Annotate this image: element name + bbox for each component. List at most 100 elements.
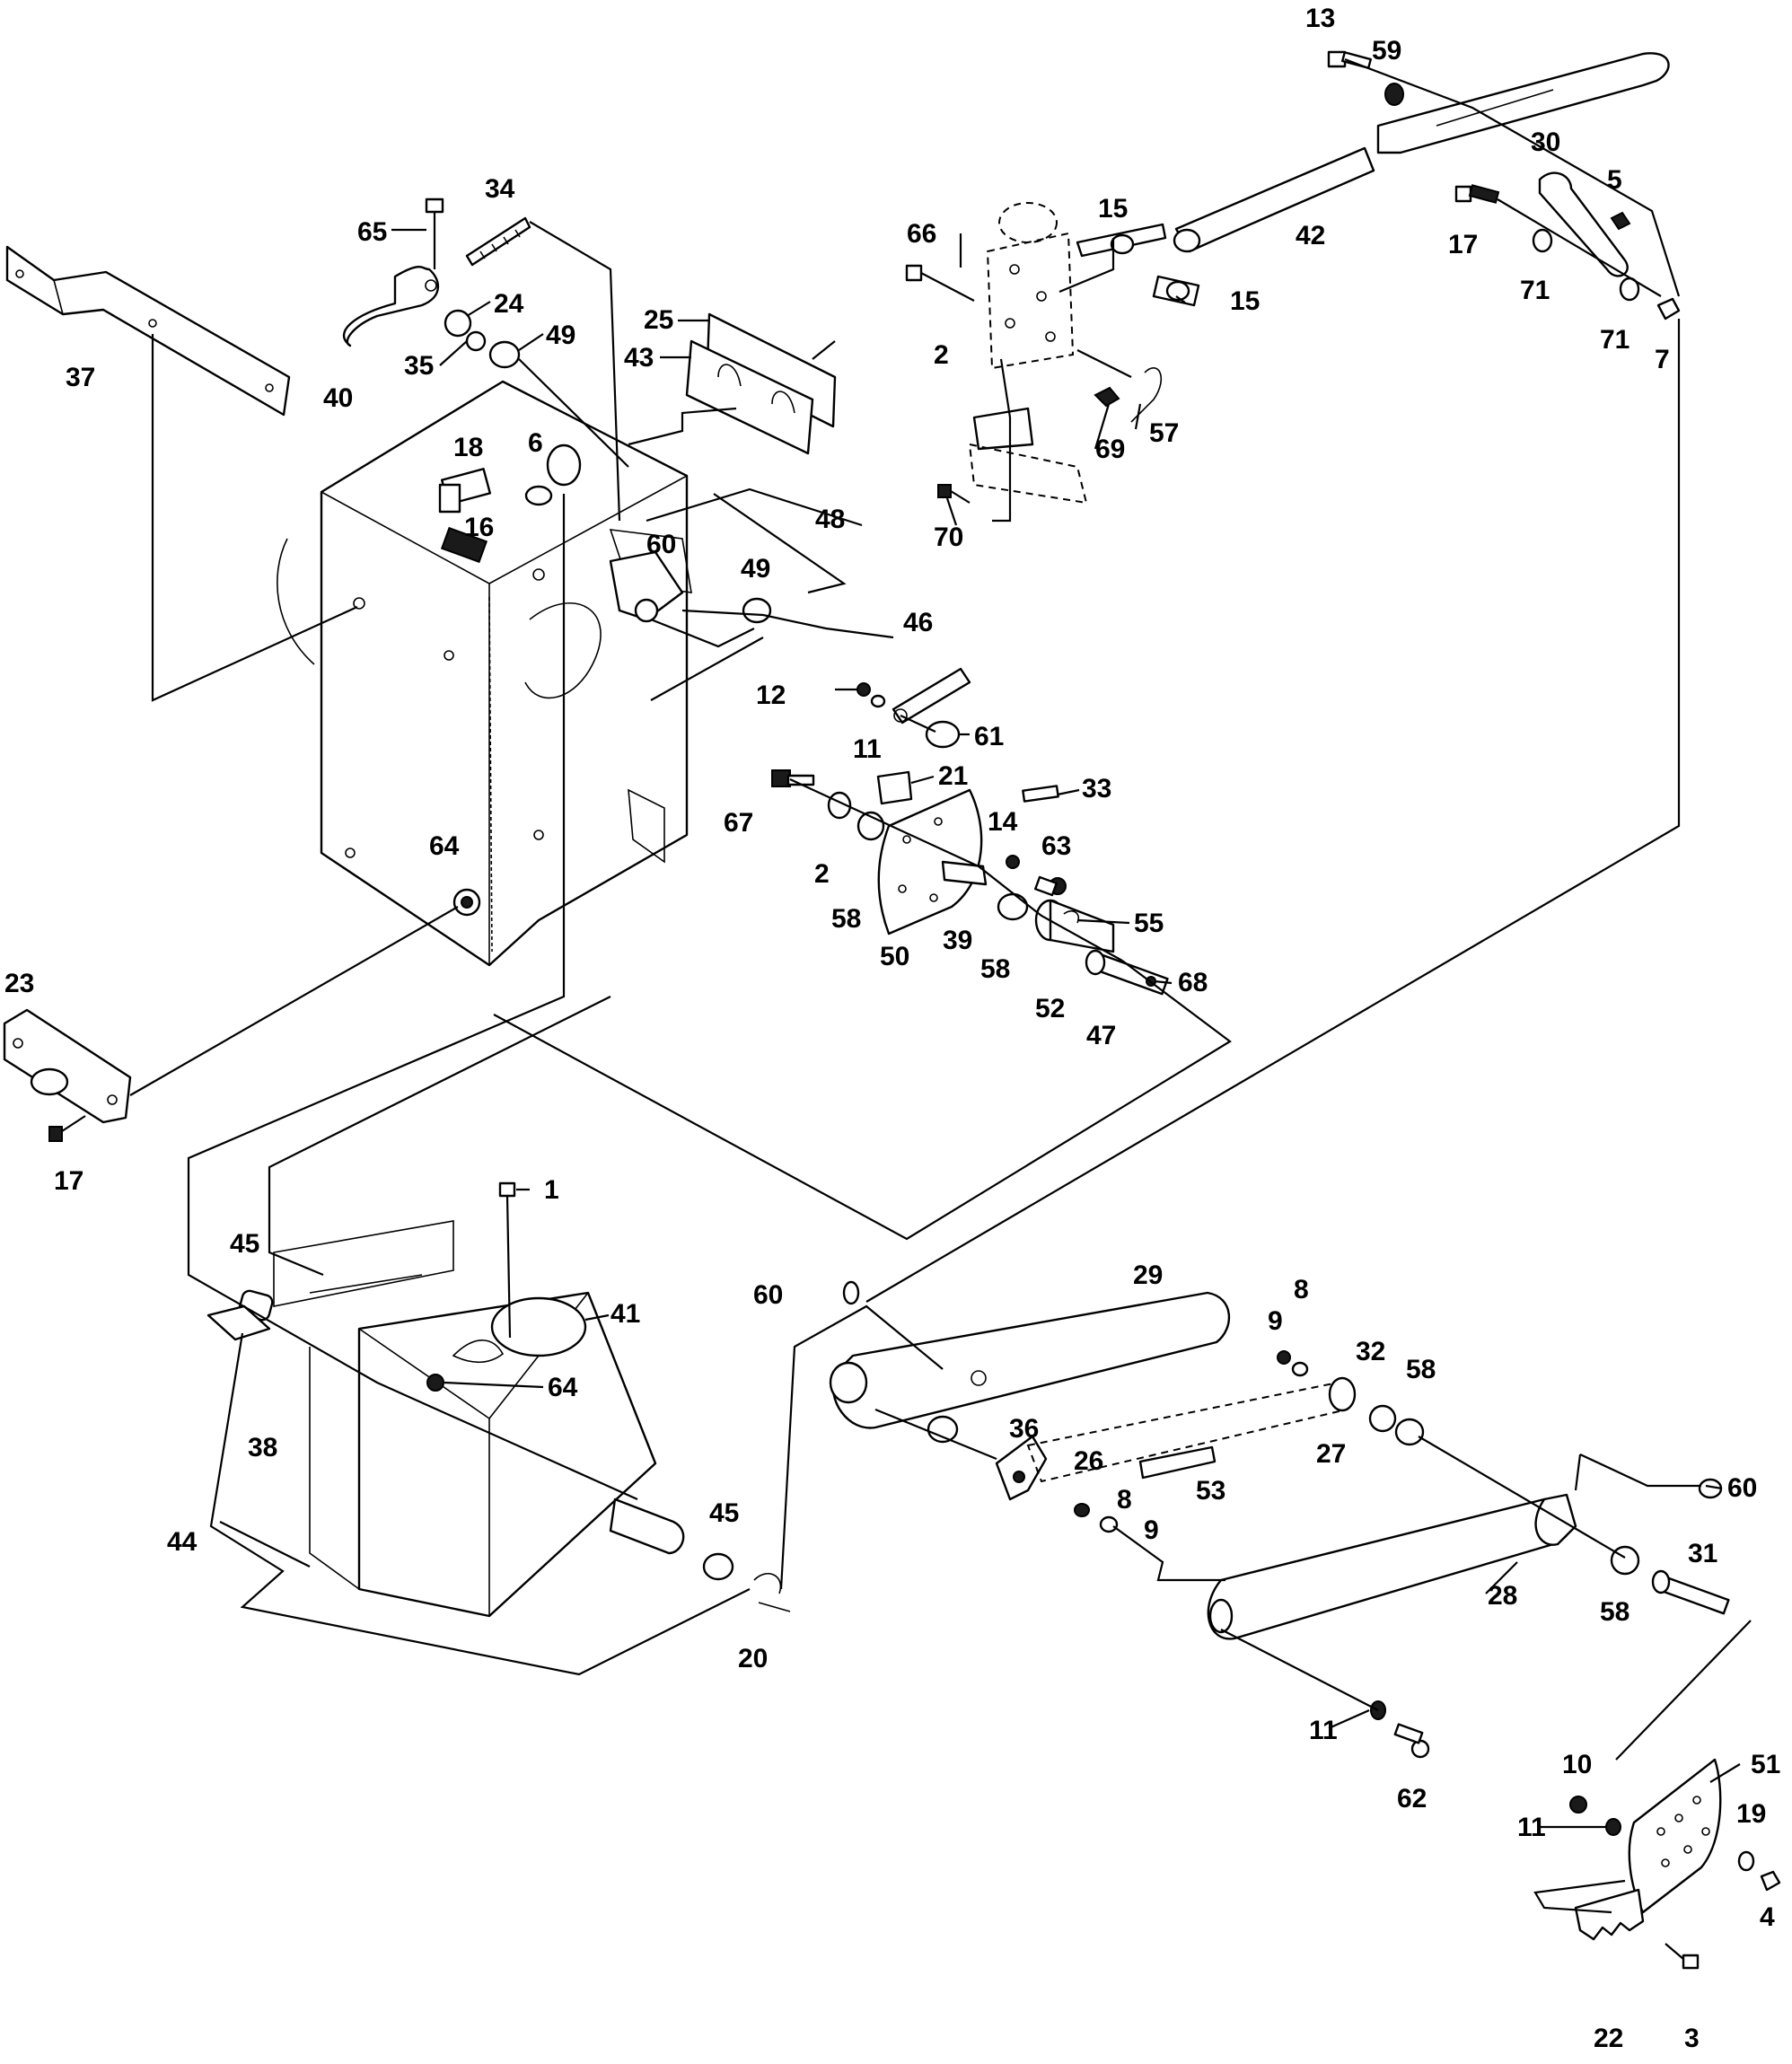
washer-8-lower xyxy=(1074,1503,1090,1517)
bolt-16 xyxy=(440,526,488,564)
pin-60-top xyxy=(609,550,684,623)
callout-32: 32 xyxy=(1356,1337,1385,1366)
disc-26 xyxy=(995,1435,1048,1501)
callout-19: 19 xyxy=(1736,1799,1766,1829)
callouts: 1 2 2 3 4 5 6 7 8 8 9 9 10 11 11 11 12 1… xyxy=(4,4,1780,2053)
callout-62: 62 xyxy=(1397,1784,1427,1814)
callout-31: 31 xyxy=(1688,1539,1717,1568)
spacer-49-top xyxy=(488,340,521,369)
callout-4: 4 xyxy=(1760,1902,1775,1932)
spring-34 xyxy=(465,216,531,267)
callout-17-upper: 17 xyxy=(1448,230,1478,259)
plate-21 xyxy=(876,770,913,805)
bracket-30 xyxy=(1538,171,1629,277)
callout-6: 6 xyxy=(528,428,543,458)
callout-10: 10 xyxy=(1562,1750,1592,1779)
callout-40: 40 xyxy=(323,383,353,413)
callout-14: 14 xyxy=(988,807,1018,837)
callout-5: 5 xyxy=(1607,165,1622,195)
bracket-37 xyxy=(5,245,291,417)
washer-8-upper xyxy=(1291,1361,1309,1377)
washer-19 xyxy=(1737,1850,1755,1872)
shaft-47 xyxy=(1085,949,1169,996)
callout-16: 16 xyxy=(464,513,494,542)
callout-64-upper: 64 xyxy=(429,831,460,861)
washer-36 xyxy=(927,1415,959,1444)
washer-71-a xyxy=(1532,228,1553,253)
callout-71-b: 71 xyxy=(1600,325,1629,355)
blade-22 xyxy=(1574,1888,1645,1941)
callout-58-d: 58 xyxy=(1600,1597,1629,1627)
callout-61: 61 xyxy=(974,722,1004,751)
callout-50: 50 xyxy=(880,942,909,971)
callout-63: 63 xyxy=(1041,831,1071,861)
washer-11-lower-right xyxy=(1605,1818,1621,1836)
callout-8-lower: 8 xyxy=(1117,1485,1132,1515)
roller-27 xyxy=(1026,1376,1357,1483)
bolt-62 xyxy=(1393,1723,1430,1759)
callout-64-lower: 64 xyxy=(548,1373,578,1402)
bolt-18 xyxy=(438,468,492,514)
callout-13: 13 xyxy=(1305,4,1335,33)
callout-25: 25 xyxy=(644,305,673,335)
shaft-39 xyxy=(941,860,988,886)
washer-6 xyxy=(524,444,582,506)
callout-45-lower: 45 xyxy=(709,1498,739,1528)
callout-33: 33 xyxy=(1082,774,1111,804)
plate-43 xyxy=(685,339,814,455)
callout-59: 59 xyxy=(1372,36,1401,66)
bolt-70 xyxy=(937,484,971,504)
bolt-66 xyxy=(905,264,975,302)
callout-12: 12 xyxy=(756,681,786,710)
main-housing xyxy=(277,380,692,967)
bolt-67 xyxy=(771,769,815,787)
washer-24 xyxy=(444,309,472,338)
callout-3: 3 xyxy=(1684,2024,1700,2053)
washer-59 xyxy=(1384,83,1404,106)
bushing-58-c xyxy=(1394,1418,1425,1446)
nut-9-upper xyxy=(1277,1350,1291,1365)
arm-29 xyxy=(829,1291,1230,1429)
bolt-13 xyxy=(1327,50,1372,69)
lower-arm-28 xyxy=(1207,1493,1577,1640)
bushing-58-d xyxy=(1610,1545,1640,1576)
callout-9-lower: 9 xyxy=(1144,1515,1159,1545)
clip-15-b xyxy=(1152,275,1200,307)
callout-29: 29 xyxy=(1133,1260,1163,1290)
cap-60-lower xyxy=(842,1280,860,1305)
disc-50 xyxy=(877,788,983,935)
bushing-52 xyxy=(1034,899,1115,953)
washer-11-upper xyxy=(870,694,886,708)
nut-69 xyxy=(1094,386,1120,408)
callout-2-upper: 2 xyxy=(934,340,949,370)
callout-57: 57 xyxy=(1149,418,1179,448)
callout-51: 51 xyxy=(1751,1750,1780,1779)
callout-15-upper: 15 xyxy=(1098,194,1128,224)
callout-58-c: 58 xyxy=(1406,1355,1436,1384)
callout-39: 39 xyxy=(943,926,972,955)
bolt-17-lower xyxy=(48,1115,86,1142)
spacer-49-right xyxy=(742,597,772,624)
callout-23: 23 xyxy=(4,969,34,998)
washer-35 xyxy=(465,330,487,352)
clip-15-a xyxy=(1076,223,1167,258)
callout-69: 69 xyxy=(1095,435,1125,464)
callout-53: 53 xyxy=(1196,1476,1225,1506)
callout-58-a: 58 xyxy=(831,904,861,934)
callout-41: 41 xyxy=(611,1299,640,1329)
callout-48: 48 xyxy=(815,505,845,534)
callout-67: 67 xyxy=(724,808,753,838)
callout-65: 65 xyxy=(357,217,387,247)
nut-7 xyxy=(1656,297,1681,321)
callout-45-upper: 45 xyxy=(230,1229,259,1259)
callout-7: 7 xyxy=(1655,345,1670,374)
nut-10 xyxy=(1569,1796,1587,1814)
callout-46: 46 xyxy=(903,608,933,637)
callout-55: 55 xyxy=(1134,909,1164,938)
nut-4 xyxy=(1760,1870,1781,1892)
callout-18: 18 xyxy=(453,433,483,462)
cap-61 xyxy=(925,720,961,749)
bushing-58-b xyxy=(997,892,1029,921)
cotter-57 xyxy=(1130,367,1163,423)
